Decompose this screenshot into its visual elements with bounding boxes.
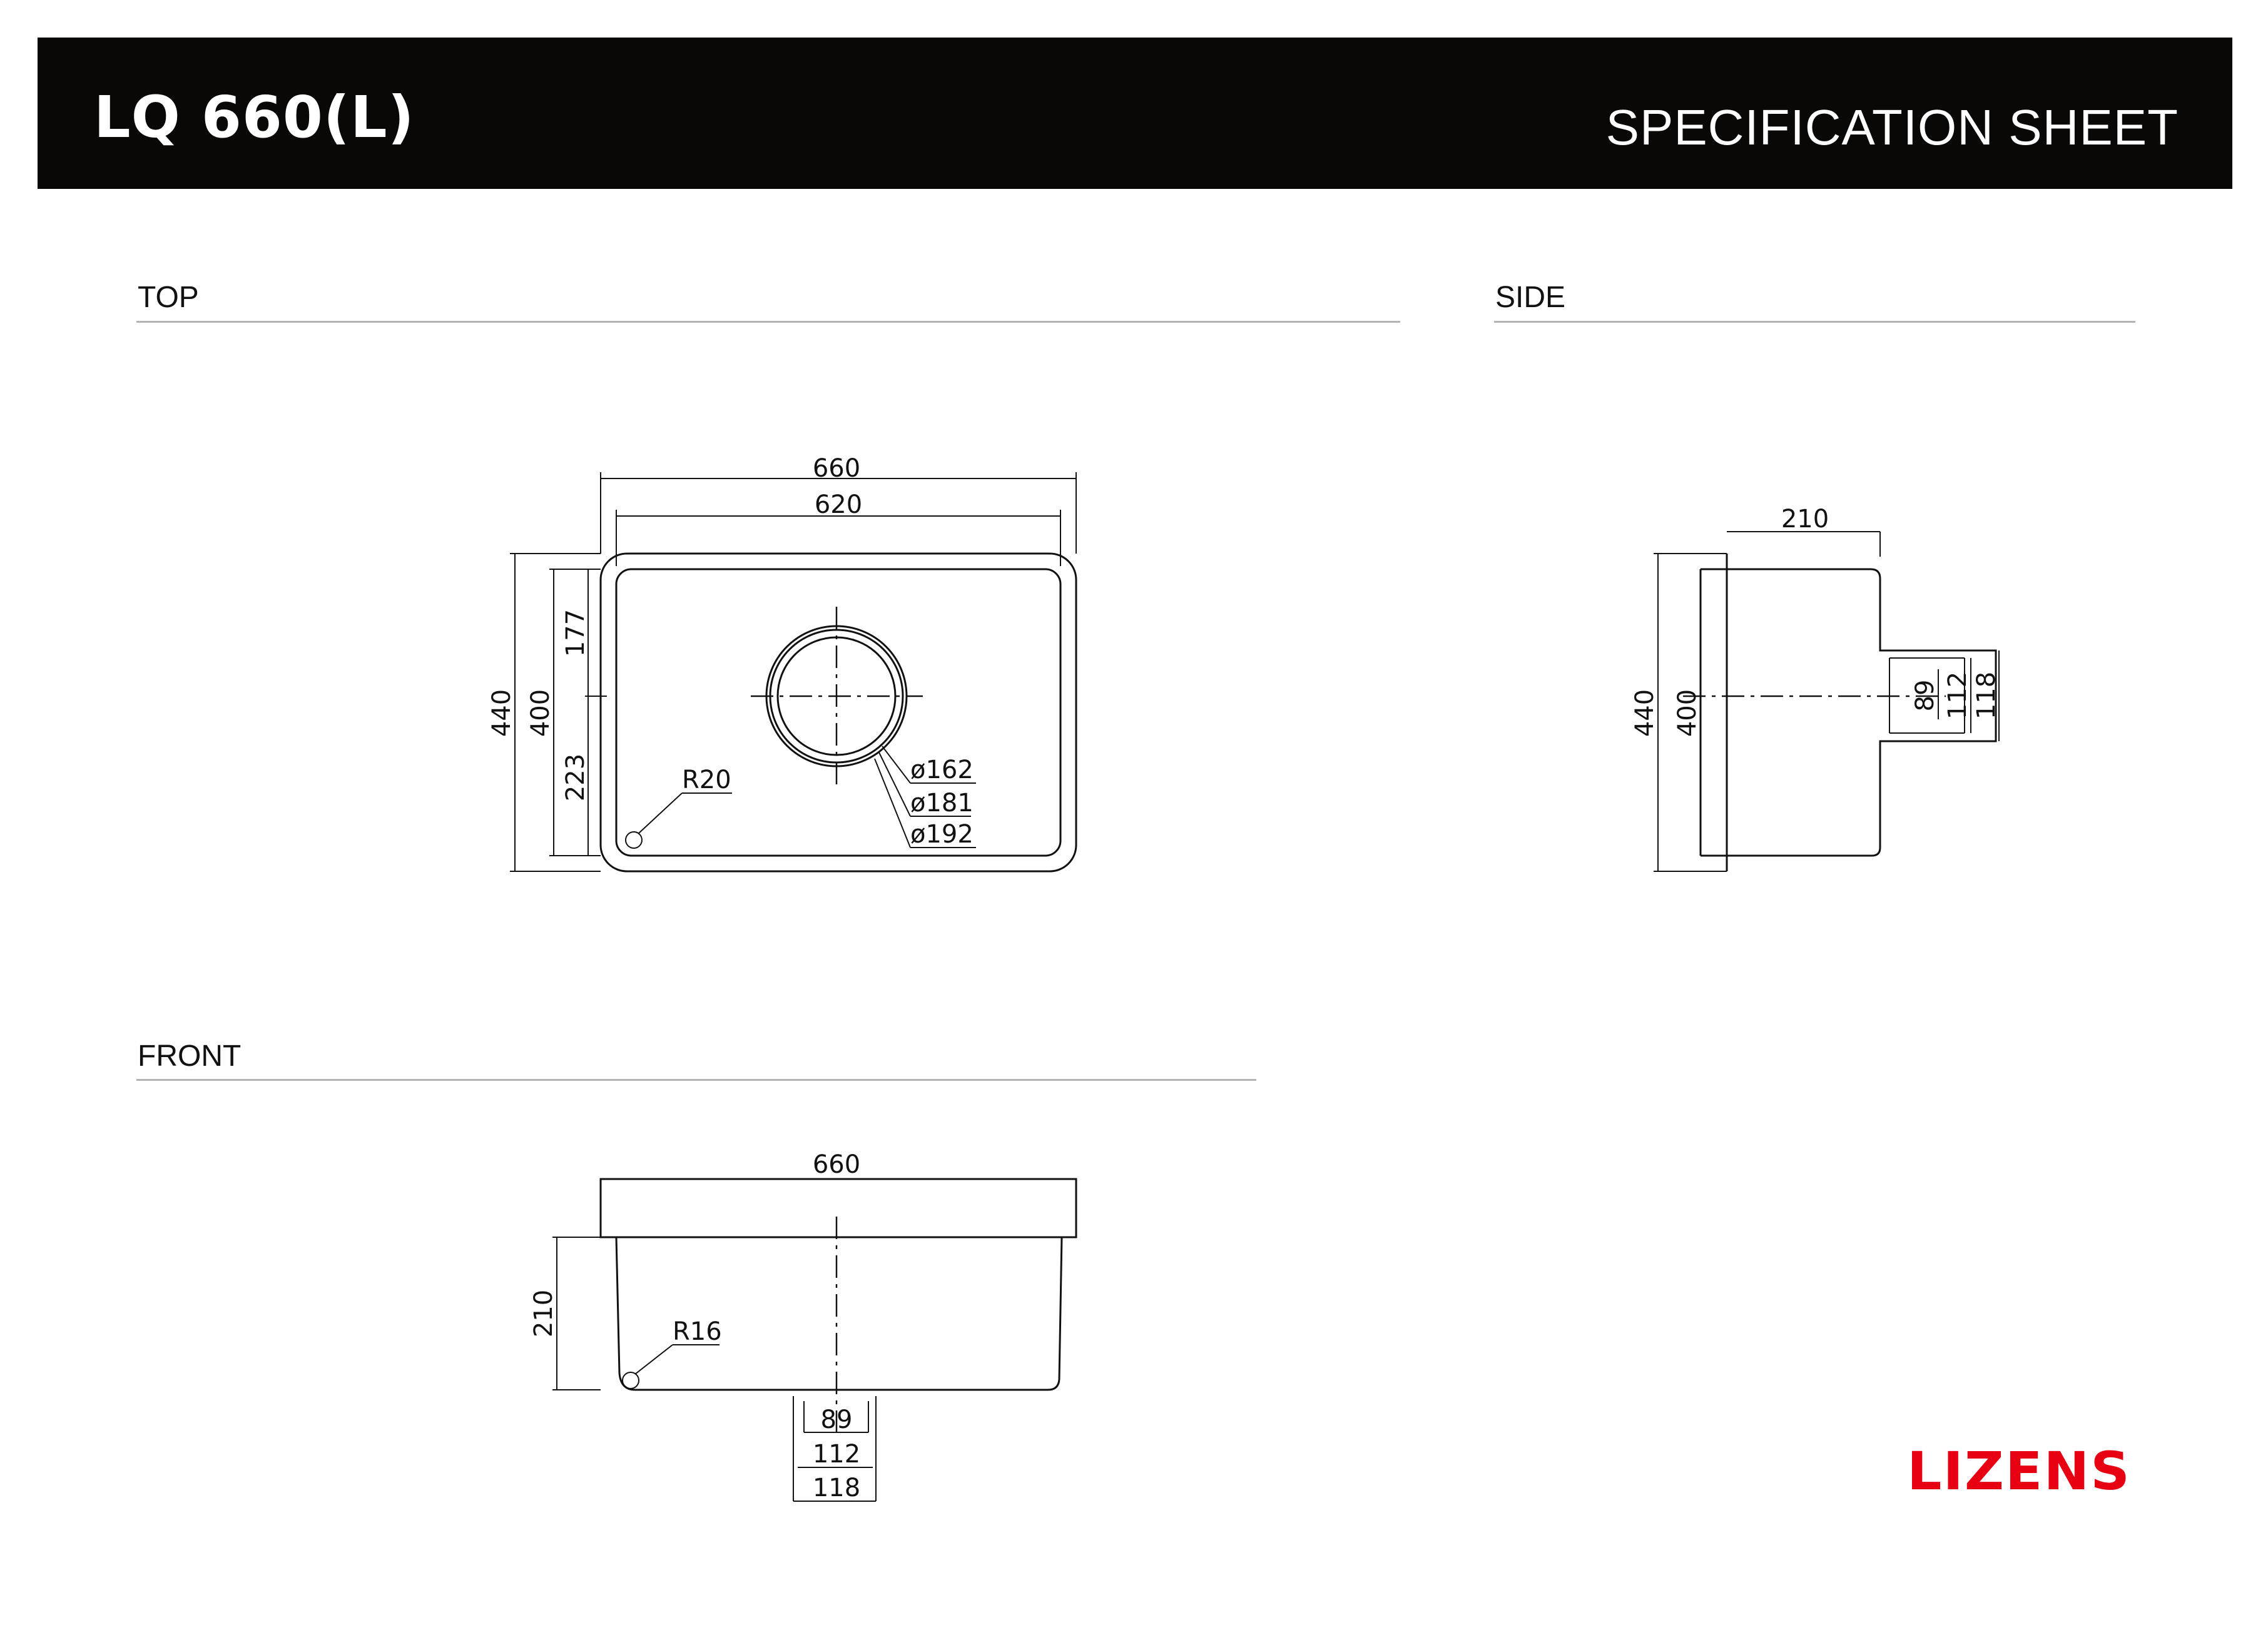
side-bowl-depth: 210	[1781, 505, 1829, 534]
drain-hole	[751, 607, 923, 785]
dimension-width-620	[616, 510, 1061, 566]
model-title: LQ 660(L)	[94, 84, 415, 151]
drain-diameter-leaders	[874, 746, 976, 848]
drain-offset-front: 223	[561, 754, 590, 801]
side-outlet-118: 118	[1972, 672, 2001, 719]
top-inner-width: 620	[815, 490, 862, 519]
side-outlet-89: 89	[1911, 680, 1940, 712]
front-corner-radius-leader	[622, 1344, 720, 1389]
drain-diameter-192: ø192	[910, 820, 974, 849]
side-outlet-112: 112	[1943, 672, 1972, 719]
drain-offset-back: 177	[561, 609, 590, 657]
top-corner-radius: R20	[682, 766, 731, 794]
section-title-top: TOP	[138, 281, 199, 314]
front-outlet	[793, 1396, 877, 1502]
drain-diameter-181: ø181	[910, 789, 974, 818]
top-view-outline	[599, 552, 1077, 873]
svg-text:LIZENS: LIZENS	[1907, 1442, 2131, 1498]
section-title-front: FRONT	[138, 1040, 242, 1073]
document-type: SPECIFICATION SHEET	[1605, 99, 2179, 155]
front-outlet-112: 112	[813, 1440, 860, 1469]
front-view-outline	[599, 1178, 1077, 1439]
dimension-width-660	[600, 472, 1077, 554]
side-overall-depth: 440	[1630, 689, 1659, 737]
dimension-depth	[510, 553, 607, 872]
header-bar	[38, 38, 2232, 189]
section-divider-side	[1494, 321, 2135, 323]
front-dimension-lines	[552, 1237, 616, 1390]
front-outlet-118: 118	[813, 1474, 860, 1502]
top-inner-depth: 400	[526, 689, 555, 737]
section-divider-top	[136, 321, 1400, 323]
brand-logo: LIZENS	[1907, 1442, 2131, 1498]
section-divider-front	[136, 1079, 1256, 1081]
front-outlet-89: 89	[821, 1405, 853, 1434]
side-inner-depth: 400	[1673, 689, 1702, 737]
top-overall-width: 660	[813, 454, 860, 483]
section-title-side: SIDE	[1495, 281, 1566, 314]
corner-radius-leader	[625, 792, 732, 849]
front-overall-width: 660	[813, 1150, 860, 1179]
top-overall-depth: 440	[487, 689, 516, 737]
side-dimension-lines	[1654, 531, 2000, 872]
front-bowl-depth: 210	[529, 1290, 558, 1337]
front-corner-radius: R16	[673, 1317, 722, 1346]
drain-diameter-162: ø162	[910, 756, 974, 784]
